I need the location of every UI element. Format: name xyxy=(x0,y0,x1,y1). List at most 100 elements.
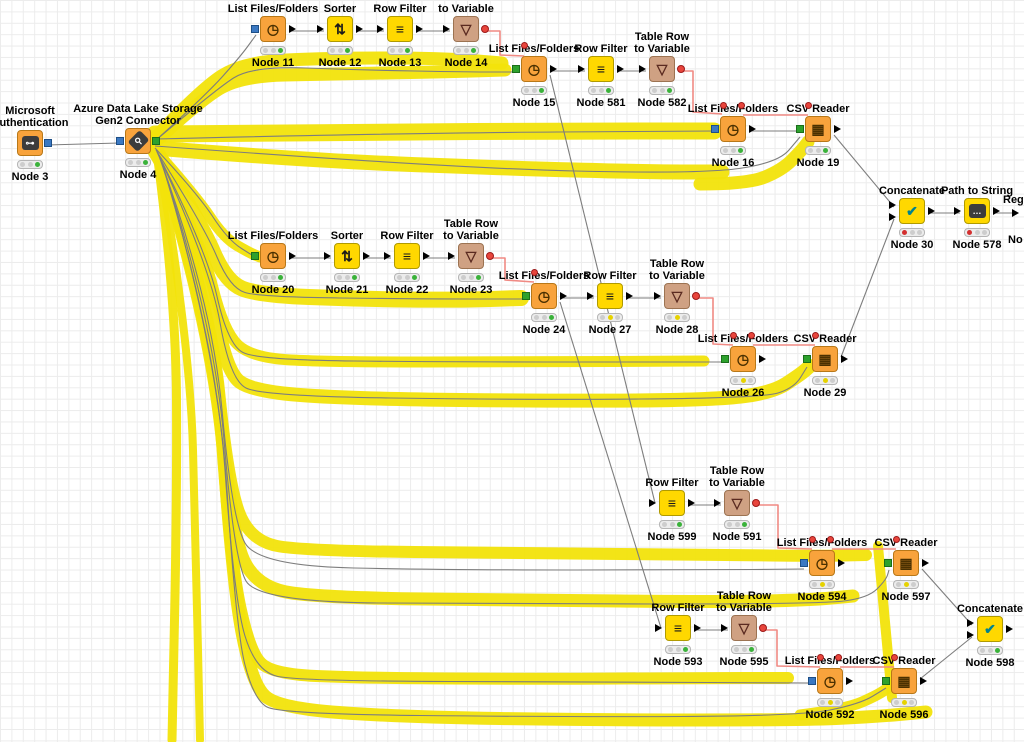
flow-variable-in-port[interactable] xyxy=(893,536,900,543)
output-port[interactable] xyxy=(752,499,760,507)
output-port[interactable] xyxy=(928,207,935,215)
data-connection-4-11[interactable] xyxy=(154,34,257,142)
output-port[interactable] xyxy=(486,252,494,260)
data-connection-4-597[interactable] xyxy=(159,157,890,605)
flow-connection-591-594[interactable] xyxy=(754,504,813,550)
node-598[interactable]: Concatenate✔Node 598 xyxy=(915,589,1024,669)
flow-connection-28-26[interactable] xyxy=(694,297,734,346)
output-port[interactable] xyxy=(838,559,845,567)
node-599[interactable]: Row Filter≡Node 599 xyxy=(597,463,747,543)
node-3[interactable]: MicrosoftAuthentication⊶Node 3 xyxy=(0,103,105,183)
data-connection-4-15[interactable] xyxy=(154,67,516,142)
output-port[interactable] xyxy=(1006,625,1013,633)
output-port[interactable] xyxy=(152,137,160,145)
input-port[interactable] xyxy=(721,355,729,363)
input-port[interactable] xyxy=(116,137,124,145)
node-30[interactable]: Concatenate✔Node 30 xyxy=(837,171,987,251)
input-port[interactable] xyxy=(954,207,961,215)
flow-connection-23-24[interactable] xyxy=(488,257,535,283)
node-592[interactable]: List Files/Folders◷Node 592 xyxy=(755,641,905,721)
data-connection-4-26[interactable] xyxy=(156,151,725,363)
output-port[interactable] xyxy=(626,292,633,300)
data-connection-4-20[interactable] xyxy=(154,147,256,258)
input-port[interactable] xyxy=(639,65,646,73)
input-port[interactable] xyxy=(448,252,455,260)
flow-connection-14-15[interactable] xyxy=(483,30,525,57)
input-port[interactable] xyxy=(443,25,450,33)
node-12[interactable]: Sorter⇅Node 12 xyxy=(265,0,415,69)
output-port[interactable] xyxy=(688,499,695,507)
output-port[interactable] xyxy=(416,25,423,33)
input-port[interactable] xyxy=(714,499,721,507)
input-port[interactable] xyxy=(251,25,259,33)
output-port[interactable] xyxy=(560,292,567,300)
input-port[interactable] xyxy=(889,213,896,221)
output-port[interactable] xyxy=(920,677,927,685)
input-port[interactable] xyxy=(317,25,324,33)
input-port[interactable] xyxy=(884,559,892,567)
data-connection-4-596[interactable] xyxy=(161,161,887,718)
flow-variable-out-port[interactable] xyxy=(748,332,755,339)
flow-variable-in-port[interactable] xyxy=(730,332,737,339)
input-port[interactable] xyxy=(522,292,530,300)
node-19[interactable]: CSV Reader▦Node 19 xyxy=(743,89,893,169)
flow-variable-in-port[interactable] xyxy=(891,654,898,661)
output-port[interactable] xyxy=(749,125,756,133)
input-port[interactable] xyxy=(251,252,259,260)
input-port[interactable] xyxy=(803,355,811,363)
input-port[interactable] xyxy=(882,677,890,685)
output-port[interactable] xyxy=(356,25,363,33)
output-port[interactable] xyxy=(846,677,853,685)
node-29[interactable]: CSV Reader▦Node 29 xyxy=(750,319,900,399)
data-connection-4-24[interactable] xyxy=(155,149,526,300)
node-594[interactable]: List Files/Folders◷Node 594 xyxy=(747,523,897,603)
node-15[interactable]: List Files/Folders◷Node 15 xyxy=(459,29,609,109)
input-port[interactable] xyxy=(808,677,816,685)
data-connection-24-593[interactable] xyxy=(559,301,662,629)
node-24[interactable]: List Files/Folders◷Node 24 xyxy=(469,256,619,336)
node-593[interactable]: Row Filter≡Node 593 xyxy=(603,588,753,668)
flow-connection-595-592[interactable] xyxy=(761,629,821,668)
node-21[interactable]: Sorter⇅Node 21 xyxy=(272,216,422,296)
input-port[interactable] xyxy=(384,252,391,260)
output-port[interactable] xyxy=(423,252,430,260)
node-22[interactable]: Row Filter≡Node 22 xyxy=(332,216,482,296)
node-578[interactable]: Path to String…Node 578 xyxy=(902,171,1024,251)
flow-connection-582-16[interactable] xyxy=(679,70,723,115)
output-port[interactable] xyxy=(694,624,701,632)
node-16[interactable]: List Files/Folders◷Node 16 xyxy=(658,89,808,169)
output-port[interactable] xyxy=(44,139,52,147)
output-port[interactable] xyxy=(677,65,685,73)
node-596[interactable]: CSV Reader▦Node 596 xyxy=(829,641,979,721)
data-connection-3-4[interactable] xyxy=(46,142,120,146)
input-port[interactable] xyxy=(324,252,331,260)
output-port[interactable] xyxy=(550,65,557,73)
data-connection-4-594[interactable] xyxy=(158,155,805,571)
node-26[interactable]: List Files/Folders◷Node 26 xyxy=(668,319,818,399)
flow-variable-out-port[interactable] xyxy=(835,654,842,661)
flow-variable-in-port[interactable] xyxy=(720,102,727,109)
data-connection-4-29[interactable] xyxy=(157,153,808,400)
output-port[interactable] xyxy=(841,355,848,363)
output-port[interactable] xyxy=(363,252,370,260)
output-port[interactable] xyxy=(759,355,766,363)
output-port[interactable] xyxy=(481,25,489,33)
data-connection-4-19[interactable] xyxy=(154,136,801,173)
input-port[interactable] xyxy=(967,619,974,627)
output-port[interactable] xyxy=(289,25,296,33)
input-port[interactable] xyxy=(800,559,808,567)
flow-variable-out-port[interactable] xyxy=(738,102,745,109)
flow-variable-in-port[interactable] xyxy=(809,536,816,543)
input-port[interactable] xyxy=(796,125,804,133)
input-port[interactable] xyxy=(721,624,728,632)
node-edge-clipped-input-port[interactable] xyxy=(1012,209,1019,217)
data-connection-19-30[interactable] xyxy=(833,134,895,208)
node-11[interactable]: List Files/Folders◷Node 11 xyxy=(198,0,348,69)
input-port[interactable] xyxy=(654,292,661,300)
